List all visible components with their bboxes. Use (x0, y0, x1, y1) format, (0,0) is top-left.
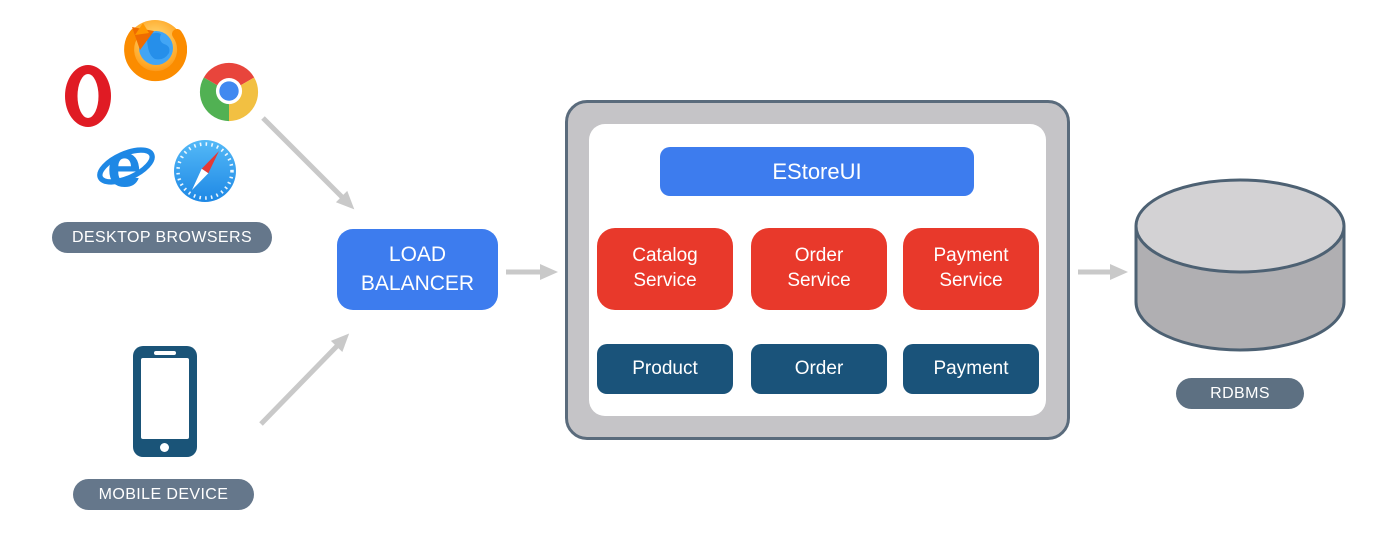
estoreui-box: EStoreUI (660, 147, 974, 196)
rdbms-label: RDBMS (1176, 378, 1304, 409)
safari-icon (172, 138, 238, 204)
entity-box-order: Order (751, 344, 887, 394)
entity-box-payment: Payment (903, 344, 1039, 394)
service-box-catalog: Catalog Service (597, 228, 733, 310)
phone-screen (141, 358, 189, 439)
svg-text:e: e (107, 135, 141, 197)
mobile-device-icon (133, 346, 197, 457)
service-box-order: Order Service (751, 228, 887, 310)
database-cylinder-icon (1132, 176, 1348, 352)
phone-speaker (154, 351, 176, 355)
desktop-browsers-label: DESKTOP BROWSERS (52, 222, 272, 253)
arrow-desktop-to-loadbalancer (261, 116, 355, 210)
opera-icon (64, 64, 112, 128)
entity-box-product: Product (597, 344, 733, 394)
service-box-payment: Payment Service (903, 228, 1039, 310)
chrome-icon (198, 61, 260, 123)
phone-home-button (160, 443, 169, 452)
mobile-device-label: MOBILE DEVICE (73, 479, 254, 510)
load-balancer-box: LOAD BALANCER (337, 229, 498, 310)
internet-explorer-icon: e (95, 135, 157, 197)
firefox-icon (123, 18, 187, 82)
arrow-mobile-to-loadbalancer (259, 333, 350, 426)
